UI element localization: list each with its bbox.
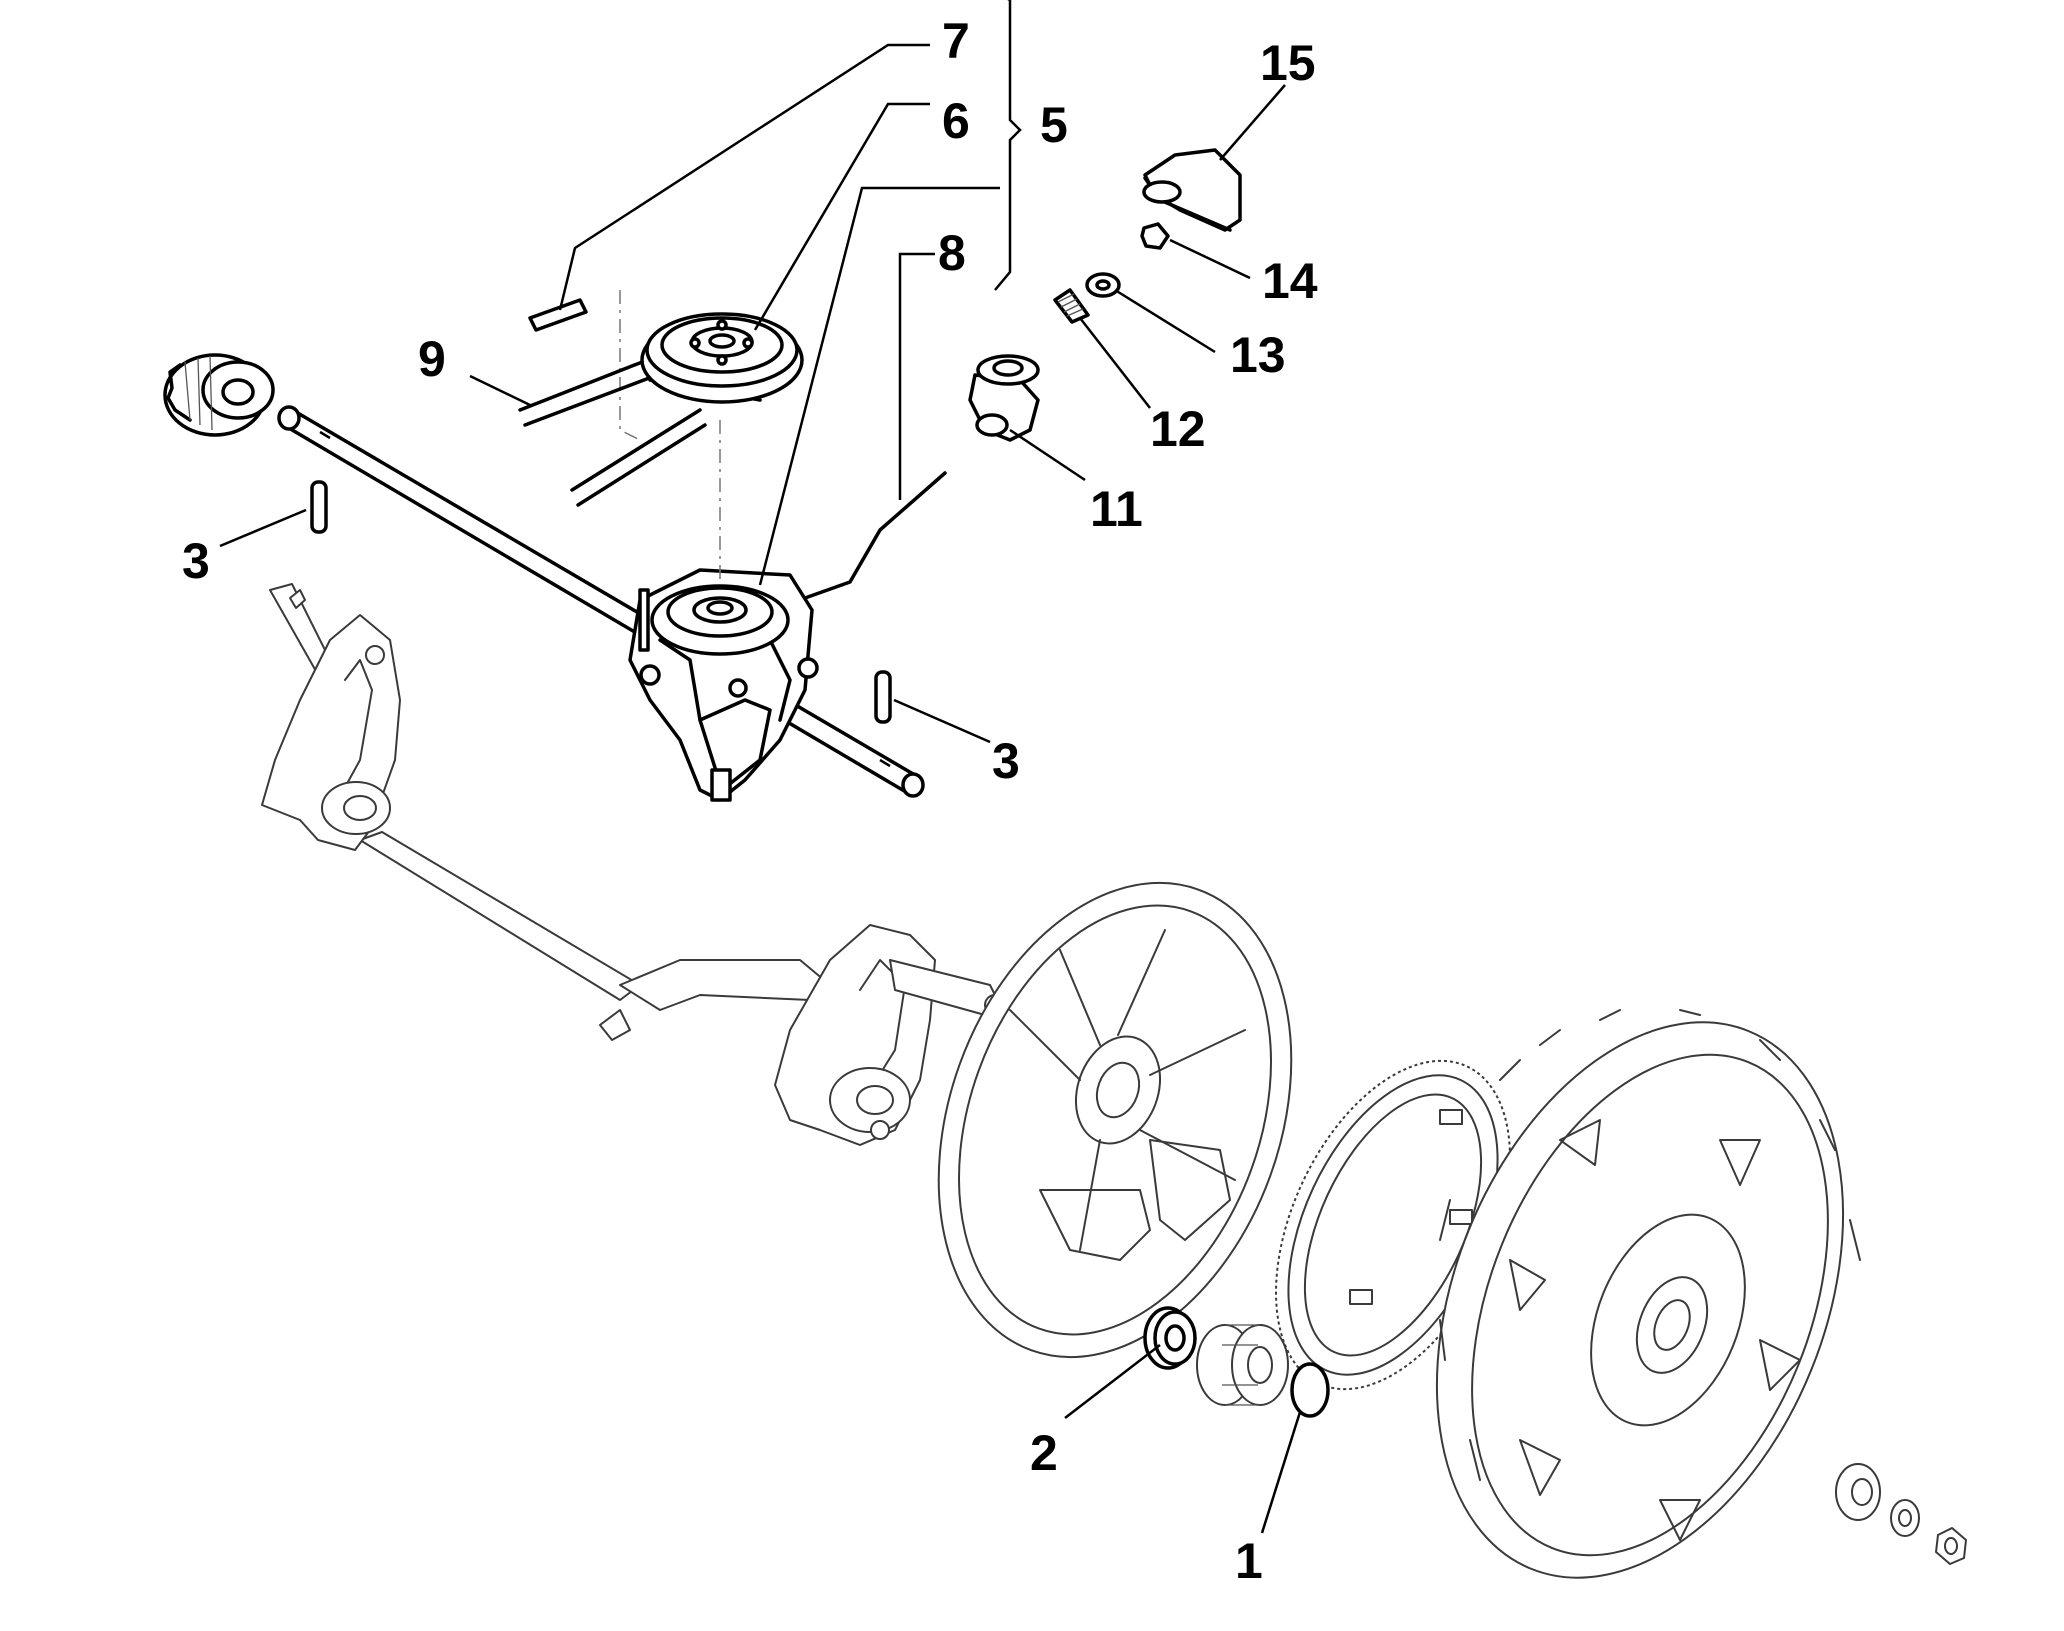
- bushing-11: [968, 354, 1040, 442]
- group-bracket-5: [994, 0, 1022, 291]
- callout-9: 9: [418, 331, 446, 387]
- callout-7: 7: [942, 13, 970, 69]
- leader-lines: [219, 43, 1302, 1534]
- callout-5: 5: [1040, 97, 1068, 153]
- callout-11: 11: [1090, 481, 1143, 537]
- callout-3-left: 3: [182, 533, 210, 589]
- callouts: 7 6 5 8 9 15 14 13 12 11 3 3 2 1: [182, 13, 1318, 1589]
- pinion-gear-center: [1196, 1324, 1289, 1406]
- callout-13: 13: [1230, 327, 1286, 383]
- circlip-1: [1290, 1362, 1330, 1418]
- callout-14: 14: [1262, 253, 1318, 309]
- rod-8: [803, 471, 947, 600]
- gearbox: [628, 568, 819, 802]
- pulley-and-belt: [518, 290, 804, 580]
- rear-axle-frame: [261, 583, 1006, 1146]
- bearing-2: [1143, 1306, 1197, 1370]
- callout-6: 6: [942, 93, 970, 149]
- wheel-hardware: [1835, 1463, 1967, 1565]
- callout-1: 1: [1235, 1533, 1263, 1589]
- cap-15: [1142, 148, 1242, 232]
- washer-13: [1085, 272, 1121, 298]
- pin-7: [528, 298, 588, 332]
- nut-14: [1140, 222, 1170, 250]
- callout-15: 15: [1260, 35, 1316, 91]
- pin-3-left: [310, 480, 328, 534]
- callout-2: 2: [1030, 1425, 1058, 1481]
- pin-3-right: [874, 670, 892, 724]
- wheel-hub-housing: [937, 881, 1293, 1359]
- pinion-gear-left: [163, 353, 275, 437]
- callout-3-right: 3: [992, 733, 1020, 789]
- spring-12: [1053, 288, 1090, 324]
- callout-8: 8: [938, 225, 966, 281]
- wheel: [1435, 1009, 1861, 1579]
- callout-12: 12: [1150, 401, 1206, 457]
